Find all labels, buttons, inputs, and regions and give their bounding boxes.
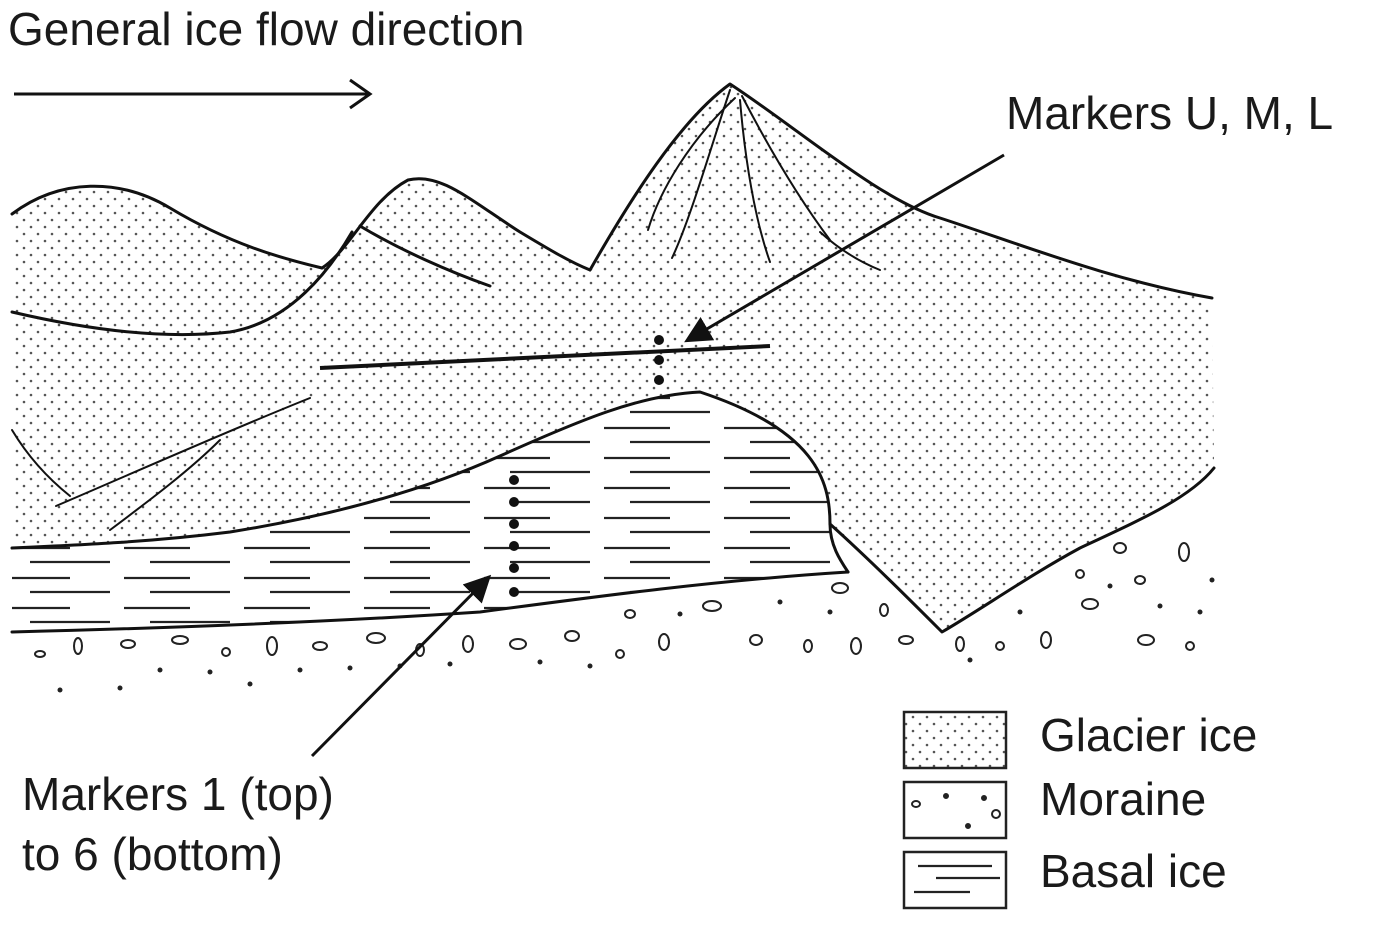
markers-uml [654, 335, 664, 385]
marker-1 [509, 475, 519, 485]
glacier-ice-region [12, 84, 1214, 632]
marker-5 [509, 563, 519, 573]
marker-2 [509, 497, 519, 507]
flow-direction-label: General ice flow direction [8, 3, 525, 55]
marker-4 [509, 541, 519, 551]
legend-moraine-label: Moraine [1040, 773, 1207, 825]
legend-glacier-swatch [902, 710, 1008, 770]
markers-uml-arrow [684, 153, 1005, 343]
markers-1-6-label: Markers 1 (top) to 6 (bottom) [22, 764, 334, 884]
legend-basal-ice-label: Basal ice [1040, 845, 1227, 897]
mountain-outlines [10, 82, 1216, 634]
markers-uml-label: Markers U, M, L [1006, 87, 1334, 139]
markers-1-6-label-line2: to 6 (bottom) [22, 828, 283, 880]
legend-glacier-ice-label: Glacier ice [1040, 709, 1258, 761]
marker-m [654, 355, 664, 365]
legend-basal-lines [914, 864, 1000, 894]
marker-u [654, 335, 664, 345]
ice-layer-line [319, 344, 771, 370]
markers-1-6-arrow [310, 574, 492, 758]
markers-1-6-label-line1: Markers 1 (top) [22, 768, 334, 820]
legend-basal-swatch [902, 850, 1008, 910]
basal-ice-region [12, 392, 848, 632]
markers-1-6 [509, 475, 519, 597]
flow-direction-arrow [14, 78, 373, 110]
legend-moraine-swatch [902, 780, 1008, 840]
marker-3 [509, 519, 519, 529]
legend-moraine-pebbles [911, 793, 1001, 829]
legend-swatches [902, 710, 1008, 910]
marker-l [654, 375, 664, 385]
moraine-pebbles [34, 542, 1195, 659]
marker-6 [509, 587, 519, 597]
